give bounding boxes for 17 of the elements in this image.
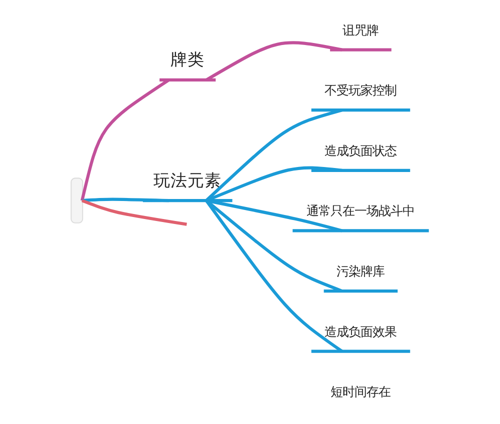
connector [205, 200, 343, 353]
node-text: 玩法元素 [154, 170, 222, 190]
connector [80, 78, 170, 201]
connector [206, 41, 342, 82]
node-text: 不受玩家控制 [324, 82, 397, 98]
node-box [70, 178, 84, 224]
connector [82, 199, 187, 226]
node-text: 诅咒牌 [342, 22, 379, 38]
node-text: 牌类 [170, 50, 205, 70]
node-text: 污染牌库 [336, 264, 385, 279]
node-text: 造成负面状态 [324, 142, 397, 158]
node-text: 造成负面效果 [324, 324, 397, 339]
node-text: 通常只在一场战斗中 [306, 203, 415, 218]
connector [82, 198, 169, 202]
connector [205, 108, 342, 202]
connector [205, 199, 343, 292]
label: 短时间存在 [330, 384, 391, 400]
